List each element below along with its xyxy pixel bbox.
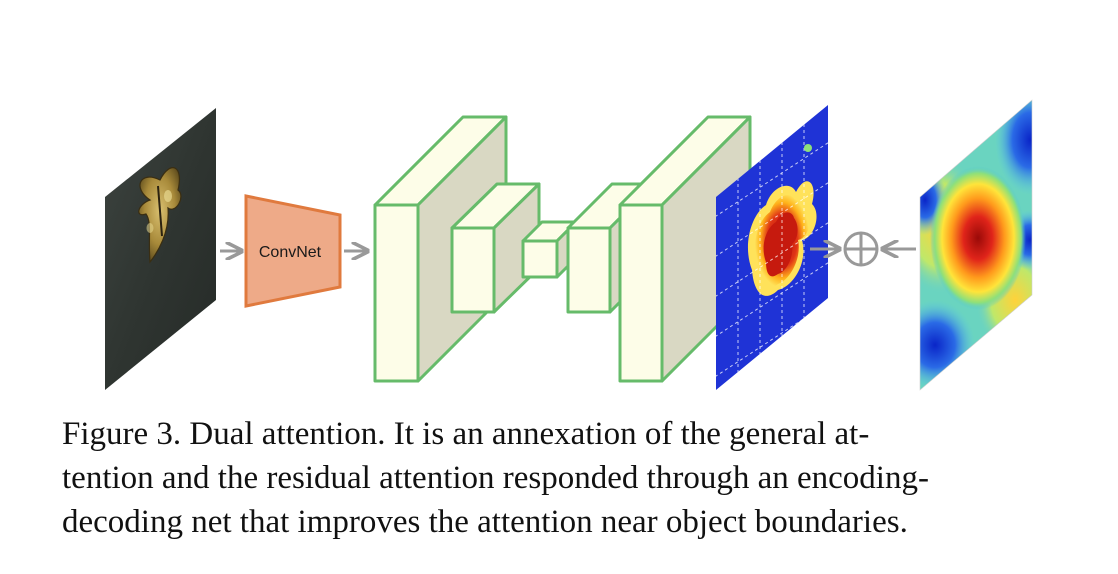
input-image bbox=[105, 108, 216, 390]
input-image-frame bbox=[105, 108, 216, 390]
sum-icon bbox=[843, 231, 879, 267]
convnet-shape bbox=[244, 194, 342, 308]
caption-line-3: decoding net that improves the attention… bbox=[62, 504, 908, 540]
decoder-block-1 bbox=[618, 115, 752, 383]
dual-attention-diagram: ConvNet bbox=[105, 99, 1033, 391]
encoder-block-2 bbox=[450, 182, 541, 314]
caption-line-1: Figure 3. Dual attention. It is an annex… bbox=[62, 416, 870, 452]
butterfly-icon bbox=[138, 167, 182, 264]
figure-caption: Figure 3. Dual attention. It is an annex… bbox=[62, 412, 1062, 544]
general-attention-map bbox=[919, 99, 1033, 391]
caption-line-2: tention and the residual attention respo… bbox=[62, 460, 929, 496]
residual-attention-map bbox=[716, 105, 828, 390]
encoder-decoder-net bbox=[373, 115, 752, 383]
convnet-label: ConvNet bbox=[259, 244, 322, 261]
convnet-block: ConvNet bbox=[244, 194, 342, 308]
